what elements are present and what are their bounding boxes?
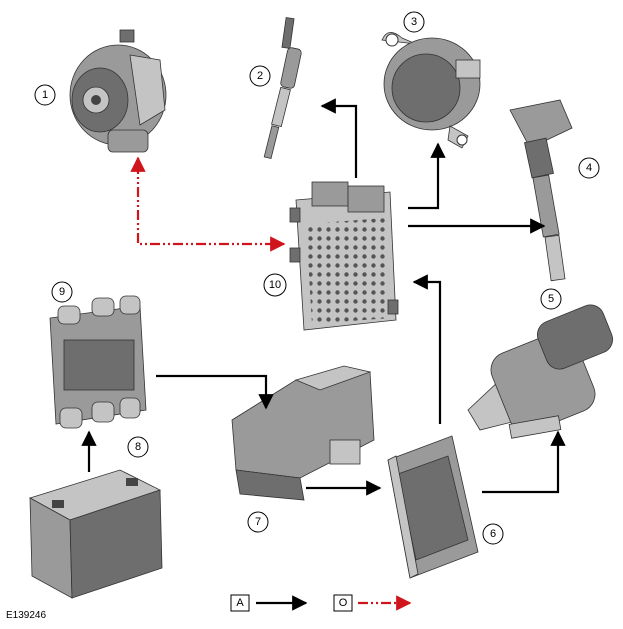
callout-4: 4 [578, 157, 600, 179]
svg-text:7: 7 [255, 516, 261, 528]
connection-arrows [81, 98, 566, 496]
callout-1: 1 [34, 84, 56, 106]
svg-text:A: A [236, 597, 244, 609]
svg-text:1: 1 [42, 89, 48, 101]
actuator [381, 32, 481, 149]
callout-8: 8 [127, 436, 149, 458]
callout-7: 7 [247, 511, 269, 533]
svg-text:9: 9 [59, 286, 65, 298]
arrow-generator-to-ecm [136, 164, 286, 252]
junction-box [387, 435, 479, 579]
callout-3: 3 [403, 11, 425, 33]
svg-text:10: 10 [269, 279, 281, 291]
svg-text:6: 6 [490, 528, 496, 540]
ignition-coil [509, 99, 573, 282]
figure-reference: E139246 [6, 610, 46, 621]
callout-9: 9 [51, 281, 73, 303]
starter-motor [467, 304, 613, 439]
callout-10: 10 [263, 273, 287, 297]
battery [28, 469, 163, 599]
fuse-block [49, 295, 147, 429]
body-control-module [231, 365, 375, 501]
legend-o: O [333, 594, 412, 612]
callout-5: 5 [540, 288, 562, 310]
callout-2: 2 [249, 65, 271, 87]
arrow-ecm-to-actuator [408, 142, 446, 210]
engine-control-module [289, 181, 399, 331]
svg-text:8: 8 [135, 441, 141, 453]
generator [69, 29, 167, 153]
legend-a: A [230, 594, 308, 612]
arrow-junction-to-ecm [412, 274, 442, 424]
svg-text:5: 5 [548, 293, 554, 305]
legend: A O [230, 594, 412, 612]
arrow-junction-to-starter [482, 430, 566, 494]
arrow-fuse-to-bcm [156, 374, 274, 410]
svg-text:4: 4 [586, 162, 592, 174]
sensor [263, 17, 302, 159]
svg-text:O: O [339, 597, 348, 609]
callout-6: 6 [482, 523, 504, 545]
svg-text:3: 3 [411, 16, 417, 28]
arrow-ecm-to-sensor [320, 98, 358, 178]
svg-text:2: 2 [257, 70, 263, 82]
